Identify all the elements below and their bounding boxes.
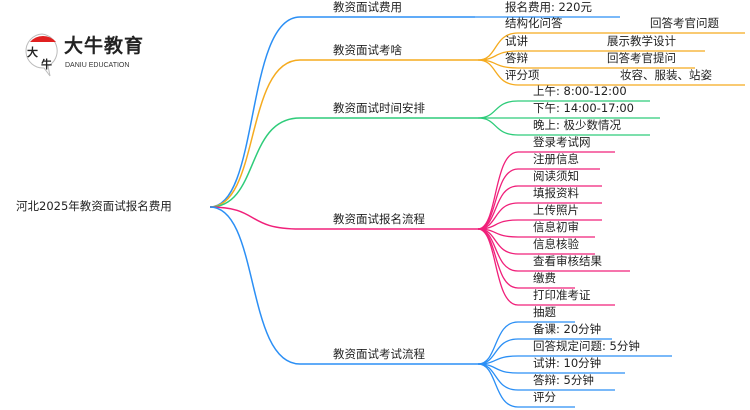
leaf-node: 上午: 8:00-12:00 <box>533 84 627 98</box>
leaf-node: 打印准考证 <box>533 288 591 302</box>
leaf-node: 试讲 <box>505 34 528 48</box>
leaf-node: 晚上: 极少数情况 <box>533 118 622 132</box>
branch-connector <box>209 117 478 208</box>
leaf-value: 回答考官问题 <box>650 16 719 30</box>
leaf-node: 报名费用: 220元 <box>505 0 592 14</box>
svg-text:大: 大 <box>27 45 38 59</box>
leaf-node: 缴费 <box>533 271 556 285</box>
leaf-value: 展示教学设计 <box>607 34 676 48</box>
svg-text:牛: 牛 <box>41 57 52 71</box>
leaf-node: 结构化问答 <box>505 16 563 30</box>
branch-node: 教资面试考啥 <box>333 43 402 57</box>
leaf-node: 下午: 14:00-17:00 <box>533 101 634 115</box>
leaf-node: 阅读须知 <box>533 169 579 183</box>
leaf-connector <box>477 185 602 230</box>
branch-node: 教资面试费用 <box>333 0 402 14</box>
leaf-node: 查看审核结果 <box>533 254 602 268</box>
leaf-node: 填报资料 <box>533 186 579 200</box>
leaf-node: 回答规定问题: 5分钟 <box>533 339 640 353</box>
leaf-connector <box>477 228 615 306</box>
leaf-connector <box>477 59 745 86</box>
leaf-value: 妆容、服装、站姿 <box>620 68 712 82</box>
leaf-connector <box>477 168 600 230</box>
leaf-connector <box>477 117 650 136</box>
logo-title: 大牛教育 <box>64 35 145 57</box>
leaf-node: 备课: 20分钟 <box>533 322 602 336</box>
leaf-node: 信息核验 <box>533 237 579 251</box>
leaf-node: 答辩: 5分钟 <box>533 373 594 387</box>
branch-connector <box>209 59 478 208</box>
leaf-value: 回答考官提问 <box>607 51 676 65</box>
logo-mark-icon: 大 牛 <box>25 33 58 77</box>
leaf-node: 抽题 <box>533 305 556 319</box>
branch-node: 教资面试时间安排 <box>333 101 425 115</box>
branch-connector <box>209 206 478 365</box>
leaf-node: 评分 <box>533 390 556 404</box>
leaf-connector <box>477 321 575 365</box>
leaf-connector <box>477 363 575 408</box>
branch-connector <box>209 16 475 208</box>
branch-connector <box>209 206 478 230</box>
branch-node: 教资面试报名流程 <box>333 212 425 226</box>
leaf-node: 答辩 <box>505 51 528 65</box>
root-node: 河北2025年教资面试报名费用 <box>16 199 172 213</box>
branch-node: 教资面试考试流程 <box>333 347 425 361</box>
leaf-node: 信息初审 <box>533 220 579 234</box>
leaf-node: 上传照片 <box>533 203 579 217</box>
leaf-node: 登录考试网 <box>533 135 591 149</box>
leaf-node: 注册信息 <box>533 152 579 166</box>
logo-subtitle: DANIU EDUCATION <box>65 62 130 69</box>
leaf-connector <box>477 151 615 230</box>
leaf-node: 试讲: 10分钟 <box>533 356 602 370</box>
logo: 大 牛 <box>22 30 62 78</box>
leaf-node: 评分项 <box>505 68 540 82</box>
